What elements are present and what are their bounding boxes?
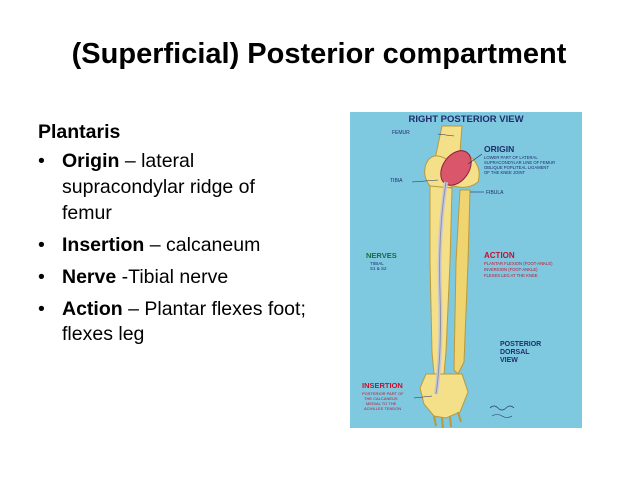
bullet-glyph: •: [38, 149, 45, 172]
fibula-label: FIBULA: [486, 190, 504, 196]
bullet-glyph: •: [38, 265, 45, 288]
bullet-nerve: • Nerve -Tibial nerve: [38, 265, 308, 291]
bullet-list: • Origin – lateral supracondylar ridge of…: [38, 149, 308, 348]
bullet-term: Nerve: [62, 265, 117, 288]
bullet-insertion: • Insertion – calcaneum: [38, 233, 308, 259]
foot-bones: [419, 373, 469, 419]
origin-leader: [467, 153, 483, 165]
posterior-line-1: POSTERIOR: [500, 341, 541, 348]
insertion-line-4: ACHILLES TENDON: [364, 406, 401, 411]
tendon-outline: [435, 181, 447, 395]
insertion-line-1: POSTERIOR PART OF: [362, 391, 404, 396]
insertion-line-2: THE CALCANEUS: [364, 396, 398, 401]
action-line-1: PLANTAR FLEXION (FOOT-ANKLE): [484, 261, 553, 266]
action-line-3: FLEXES LEG AT THE KNEE: [484, 273, 538, 278]
bullet-term: Action: [62, 297, 123, 320]
tibia-label: TIBIA: [390, 178, 403, 184]
bullet-glyph: •: [38, 233, 45, 256]
anatomy-figure: RIGHT POSTERIOR VIEW FEMUR TIBIA FIBULA …: [350, 112, 582, 428]
slide-title: (Superficial) Posterior compartment: [71, 38, 567, 70]
bullet-text: – Plantar flexes foot; flexes leg: [62, 297, 306, 346]
femur-label: FEMUR: [392, 130, 410, 136]
insertion-leader: [413, 395, 433, 399]
slide-content: Plantaris • Origin – lateral supracondyla…: [38, 120, 308, 354]
figure-title: RIGHT POSTERIOR VIEW: [408, 114, 524, 125]
toe-bones: [433, 411, 462, 428]
nerves-line-2: S1 & S2: [370, 266, 387, 271]
origin-line-2: SUPRACONDYLAR LINE OF FEMUR: [484, 160, 555, 165]
insertion-line-3: MEDIAL TO THE: [366, 401, 397, 406]
bullet-glyph: •: [38, 297, 45, 320]
artist-signature: [489, 405, 515, 418]
bullet-text: – lateral supracondylar ridge of femur: [62, 149, 255, 224]
nerves-line-1: TIBIAL: [370, 261, 384, 266]
anatomy-illustration: FEMUR TIBIA FIBULA ORIGIN LOWER PART OF …: [362, 125, 555, 428]
fibula-bone: [453, 189, 471, 375]
bullet-text: -Tibial nerve: [116, 265, 229, 288]
muscle-heading: Plantaris: [38, 121, 121, 143]
action-heading: ACTION: [484, 251, 515, 260]
origin-line-3: OBLIQUE POPLITEAL LIGAMENT: [484, 165, 549, 170]
insertion-heading: INSERTION: [362, 381, 403, 390]
nerves-heading: NERVES: [366, 251, 397, 260]
origin-heading: ORIGIN: [484, 144, 514, 154]
action-line-2: INVERSION (FOOT-ANKLE): [484, 267, 538, 272]
bullet-term: Insertion: [62, 233, 145, 256]
bullet-text: – calcaneum: [144, 233, 261, 256]
origin-line-1: LOWER PART OF LATERAL: [484, 155, 538, 160]
posterior-line-3: VIEW: [500, 357, 518, 364]
bullet-term: Origin: [62, 149, 120, 172]
bullet-origin: • Origin – lateral supracondylar ridge of…: [38, 149, 308, 227]
tibia-leader: [411, 179, 439, 183]
bullet-action: • Action – Plantar flexes foot; flexes le…: [38, 297, 308, 349]
origin-line-4: OF THE KNEE JOINT: [484, 170, 526, 175]
posterior-line-2: DORSAL: [500, 349, 530, 356]
femur-leader: [437, 133, 455, 137]
